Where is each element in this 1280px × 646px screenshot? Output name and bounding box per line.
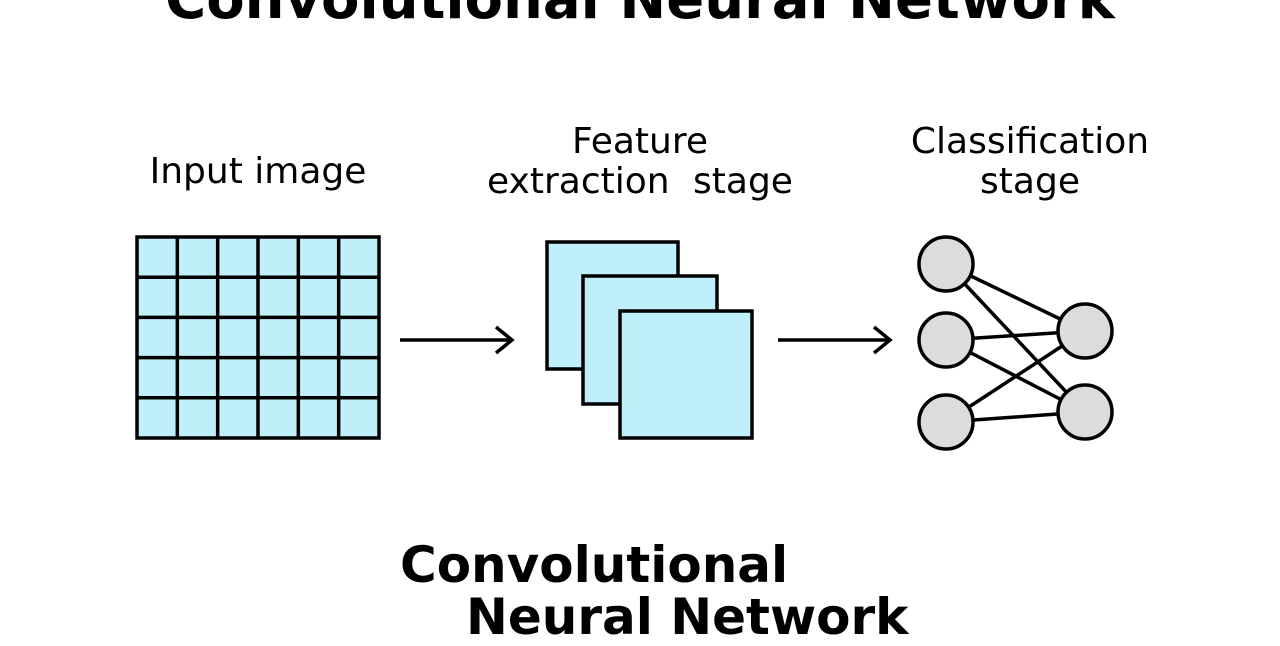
arrow-features-to-classifier (778, 325, 893, 355)
input-image-label-text: Input image (149, 151, 367, 192)
feature-extraction-label: Feature extraction stage (440, 122, 840, 202)
feature-maps (545, 240, 754, 440)
connection (944, 262, 1087, 414)
feature-map-3 (618, 309, 754, 440)
output-node-1 (1056, 302, 1114, 360)
bottom-title-line2: Neural Network (466, 588, 908, 646)
input-image-label: Input image (100, 152, 416, 192)
classification-network (917, 235, 1114, 451)
classification-label: Classification stage (880, 122, 1180, 202)
input-node-1 (917, 235, 975, 293)
bottom-title-text-1: Convolutional (400, 536, 789, 594)
classification-label-line2: stage (980, 161, 1080, 202)
input-node-3 (917, 393, 975, 451)
input-image-grid (135, 235, 381, 440)
bottom-title-line1: Convolutional (400, 536, 788, 594)
feature-extraction-label-line2: extraction stage (487, 161, 793, 202)
feature-extraction-label-line1: Feature (571, 121, 709, 162)
bottom-title-text-2: Neural Network (466, 588, 909, 646)
input-node-2 (917, 311, 975, 369)
arrow-input-to-features (400, 325, 515, 355)
page-title: Convolutional Neural Network (0, 0, 1280, 32)
classification-label-line1: Classification (910, 121, 1150, 162)
output-node-2 (1056, 383, 1114, 441)
